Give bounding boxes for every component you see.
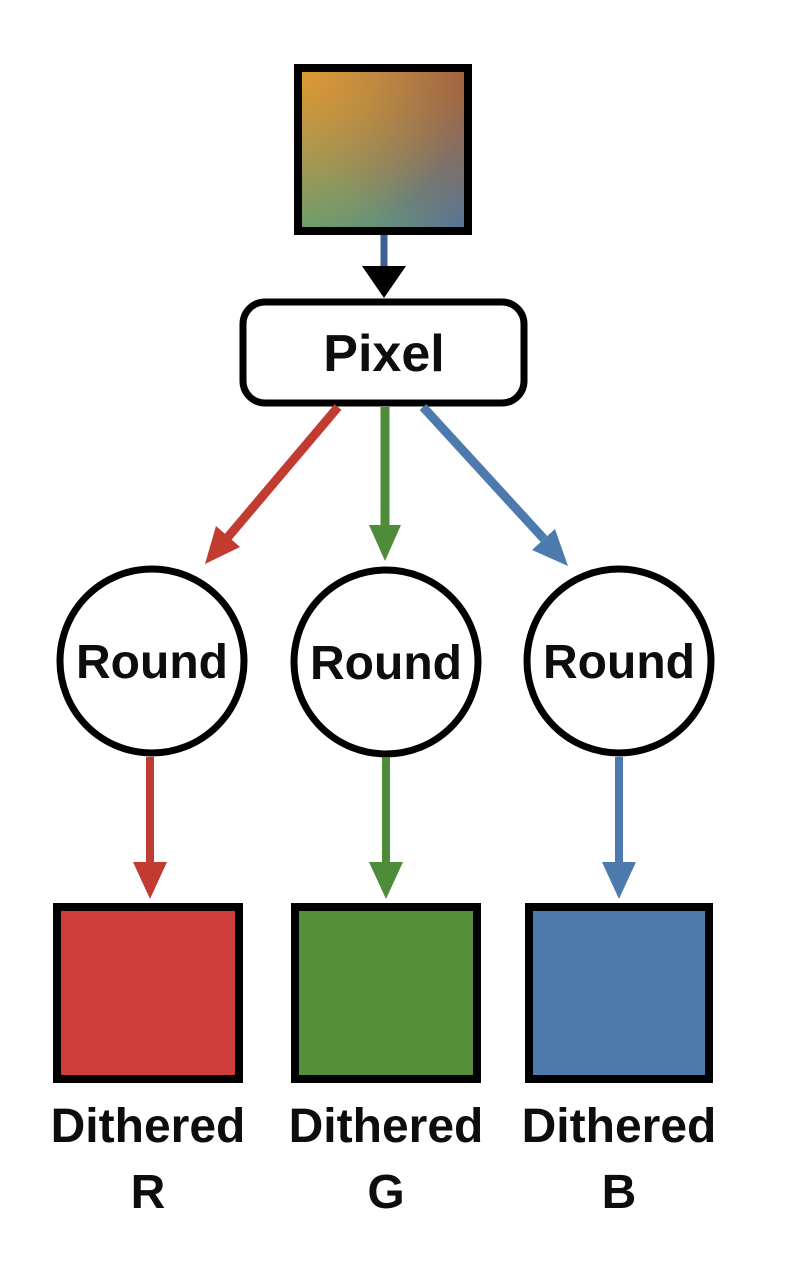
arrow-round-to-dithered-b-head-icon <box>602 862 636 899</box>
dithered-b-node: Dithered B <box>522 903 717 1219</box>
arrow-pixel-to-round-b-head-icon <box>532 529 568 566</box>
arrow-pixel-to-round-b <box>419 403 568 566</box>
round-node-b-label: Round <box>543 636 695 689</box>
arrow-round-to-dithered-g <box>369 757 403 899</box>
round-node-r-label: Round <box>76 636 228 689</box>
dithered-r-label-line2: R <box>131 1166 166 1219</box>
arrow-pixel-to-round-b-line <box>419 403 548 543</box>
round-node-b: Round <box>523 565 715 757</box>
arrow-pixel-to-round-g-head-icon <box>369 525 401 561</box>
dithered-b-square <box>525 903 713 1083</box>
dithered-g-label-line1: Dithered <box>289 1100 484 1153</box>
pixel-node: Pixel <box>239 298 528 407</box>
round-node-b-circle <box>523 565 715 757</box>
round-node-g-label: Round <box>310 637 462 690</box>
dithered-r-square <box>53 903 243 1083</box>
dithered-b-label-line1: Dithered <box>522 1100 717 1153</box>
dithered-r-node: Dithered R <box>51 903 246 1219</box>
arrow-round-to-dithered-b <box>602 757 636 899</box>
dithered-g-node: Dithered G <box>289 903 484 1219</box>
arrow-round-to-dithered-r <box>133 757 167 899</box>
round-node-g-circle <box>290 566 482 758</box>
source-image-node <box>294 64 472 235</box>
dithered-r-label-line1: Dithered <box>51 1100 246 1153</box>
arrow-round-to-dithered-g-head-icon <box>369 862 403 899</box>
pixel-node-box <box>239 298 528 407</box>
arrow-pixel-to-round-g <box>369 407 401 561</box>
source-image-border <box>294 64 472 235</box>
pixel-node-label: Pixel <box>323 325 444 383</box>
dithered-b-label-line2: B <box>602 1166 637 1219</box>
arrow-pixel-to-round-r <box>205 404 342 564</box>
source-image-corner-tl <box>298 68 468 231</box>
arrow-pixel-to-round-r-line <box>224 404 342 540</box>
arrow-pixel-to-round-r-head-icon <box>205 526 240 564</box>
arrow-image-to-pixel <box>362 235 406 298</box>
dithered-g-label-line2: G <box>367 1166 404 1219</box>
round-node-g: Round <box>290 566 482 758</box>
round-node-r-circle <box>56 565 248 757</box>
round-node-r: Round <box>56 565 248 757</box>
arrow-image-to-pixel-head-icon <box>362 266 406 298</box>
arrow-round-to-dithered-r-head-icon <box>133 862 167 899</box>
dithered-g-square <box>291 903 481 1083</box>
